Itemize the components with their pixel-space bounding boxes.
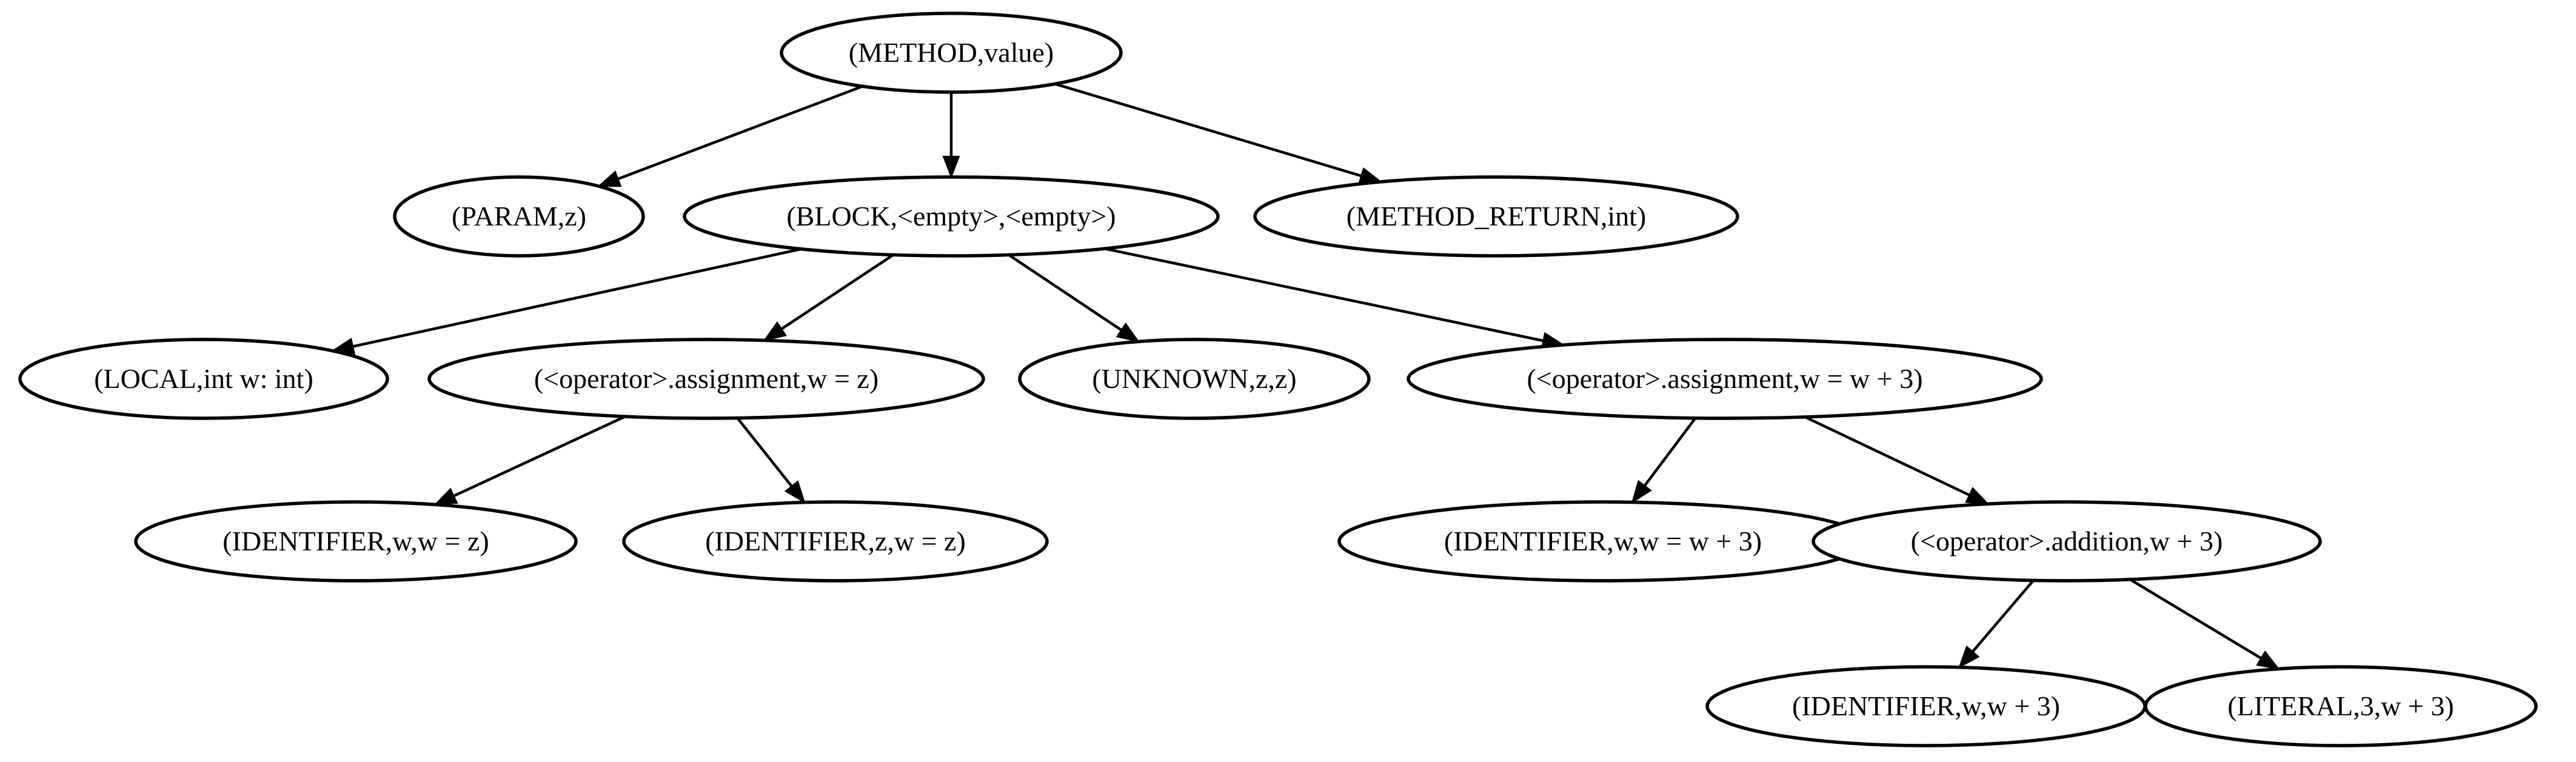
node-ellipse — [2144, 665, 2538, 747]
edge-assign1-to-ident-w1 — [433, 415, 626, 506]
node-ellipse — [683, 175, 1220, 258]
graph-node-assign1: (<operator>.assignment,w = z) — [427, 338, 985, 420]
node-label: (UNKNOWN,z,z) — [1092, 363, 1296, 394]
edge-block-to-assign2 — [1104, 247, 1565, 350]
node-ellipse — [427, 338, 985, 420]
node-ellipse — [18, 338, 389, 420]
edge-line — [1104, 247, 1544, 343]
edge-line — [1972, 579, 2035, 653]
edge-line — [1644, 417, 1697, 487]
node-label: (<operator>.addition,w + 3) — [1911, 526, 2223, 556]
edge-line — [1008, 253, 1122, 332]
edge-method-to-block — [942, 92, 960, 179]
graph-node-ident-w1: (IDENTIFIER,w,w = z) — [134, 500, 578, 583]
edge-line — [453, 415, 626, 498]
edge-block-to-unknown — [1008, 253, 1140, 343]
edge-line — [736, 417, 793, 487]
edge-assign2-to-addition — [1804, 415, 1990, 505]
edge-assign2-to-ident-w2 — [1631, 417, 1697, 504]
arrowhead — [784, 480, 806, 504]
node-label: (<operator>.assignment,w = w + 3) — [1527, 363, 1922, 394]
node-label: (<operator>.assignment,w = z) — [534, 363, 878, 394]
node-ellipse — [1253, 175, 1739, 258]
node-ellipse — [622, 500, 1049, 583]
graph-node-literal: (LITERAL,3,w + 3) — [2144, 665, 2538, 747]
edge-addition-to-ident-w3 — [1958, 579, 2035, 669]
graph-node-ident-w2: (IDENTIFIER,w,w = w + 3) — [1337, 500, 1868, 583]
arrowhead — [1116, 322, 1140, 343]
node-ellipse — [1407, 338, 2043, 420]
edge-addition-to-literal — [2129, 578, 2280, 670]
node-label: (PARAM,z) — [452, 201, 586, 232]
node-ellipse — [1812, 500, 2322, 583]
graph-node-method-return: (METHOD_RETURN,int) — [1253, 175, 1739, 258]
graph-node-addition: (<operator>.addition,w + 3) — [1812, 500, 2322, 583]
graph-node-block: (BLOCK,<empty>,<empty>) — [683, 175, 1220, 258]
edge-line — [617, 85, 863, 181]
arrowhead — [2256, 650, 2280, 670]
edge-line — [1804, 415, 1970, 496]
edge-line — [1054, 82, 1362, 178]
graph-node-unknown: (UNKNOWN,z,z) — [1018, 338, 1371, 420]
node-label: (LITERAL,3,w + 3) — [2227, 690, 2454, 721]
edge-method-to-param — [597, 85, 863, 187]
edge-method-to-method-return — [1054, 82, 1383, 184]
edge-line — [352, 247, 802, 348]
graph-node-param: (PARAM,z) — [393, 175, 645, 258]
arrowhead — [597, 170, 622, 187]
node-label: (IDENTIFIER,w,w = w + 3) — [1444, 526, 1762, 556]
node-ellipse — [134, 500, 578, 583]
node-label: (METHOD_RETURN,int) — [1347, 201, 1646, 232]
node-label: (IDENTIFIER,w,w + 3) — [1792, 690, 2060, 721]
edge-line — [2129, 578, 2262, 660]
node-ellipse — [780, 12, 1123, 94]
graph-node-method: (METHOD,value) — [780, 12, 1123, 94]
edge-line — [780, 253, 894, 330]
arrowhead — [1965, 487, 1990, 505]
node-label: (IDENTIFIER,z,w = z) — [705, 526, 966, 556]
graph-node-local: (LOCAL,int w: int) — [18, 338, 389, 420]
arrowhead — [1958, 645, 1980, 669]
node-label: (IDENTIFIER,w,w = z) — [222, 526, 489, 556]
node-label: (LOCAL,int w: int) — [94, 363, 313, 394]
arrowhead — [763, 321, 787, 341]
node-ellipse — [393, 175, 645, 258]
graph-node-ident-z: (IDENTIFIER,z,w = z) — [622, 500, 1049, 583]
edge-assign1-to-ident-z — [736, 417, 806, 504]
node-label: (BLOCK,<empty>,<empty>) — [786, 201, 1116, 232]
node-label: (METHOD,value) — [849, 37, 1054, 68]
arrowhead — [942, 156, 960, 179]
arrowhead — [1631, 480, 1653, 504]
arrowhead — [433, 487, 458, 506]
graph-node-ident-w3: (IDENTIFIER,w,w + 3) — [1705, 665, 2147, 747]
node-ellipse — [1018, 338, 1371, 420]
edge-block-to-assign1 — [763, 253, 894, 341]
graph-node-assign2: (<operator>.assignment,w = w + 3) — [1407, 338, 2043, 420]
